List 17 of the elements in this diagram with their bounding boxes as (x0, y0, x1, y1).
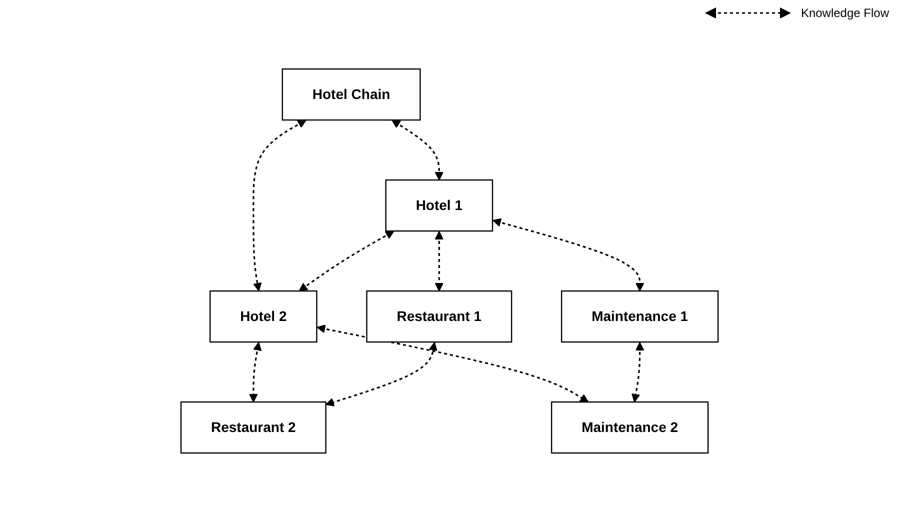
node-box: Restaurant 1 (366, 290, 512, 343)
node-box: Maintenance 2 (550, 401, 709, 454)
node-box: Maintenance 1 (560, 290, 719, 343)
arrow (298, 230, 394, 292)
node-box: Hotel 2 (209, 290, 318, 343)
node-box: Hotel Chain (282, 68, 421, 121)
arrow (631, 342, 644, 402)
arrow (325, 342, 438, 406)
arrow (434, 231, 444, 292)
arrow (392, 120, 444, 180)
arrow (316, 324, 589, 402)
arrow (248, 342, 262, 402)
node-box: Restaurant 2 (180, 401, 326, 454)
node-box: Hotel 1 (385, 179, 494, 232)
arrow (492, 218, 644, 292)
legend-label: Knowledge Flow (800, 6, 889, 20)
arrow (252, 120, 306, 292)
